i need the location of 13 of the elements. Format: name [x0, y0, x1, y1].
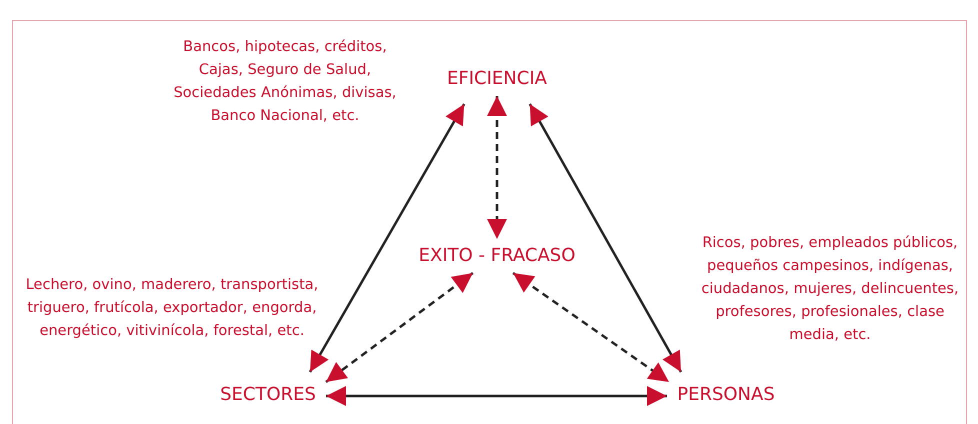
- arrow: [308, 103, 466, 373]
- arrow: [487, 96, 507, 239]
- arrow: [512, 272, 670, 384]
- arrow: [326, 386, 667, 406]
- note-text: Bancos, hipotecas, créditos, Cajas, Seguro de Salud, Sociedades Anónimas, divisas, Banco Nacional, etc.: [172, 38, 398, 126]
- node-label: EXITO - FRACASO: [416, 243, 578, 269]
- node-label: EFICIENCIA: [445, 66, 549, 92]
- arrow: [528, 103, 682, 373]
- note-text: Lechero, ovino, maderero, transportista, triguero, frutícola, exportador, engorda, energético, vitivinícola, forestal, etc.: [24, 276, 320, 341]
- node-label: PERSONAS: [675, 382, 777, 408]
- node-label: SECTORES: [218, 382, 318, 408]
- note-text: Ricos, pobres, empleados públicos, pequeños campesinos, indígenas, ciudadanos, mujeres, delincuentes, profesores, profesionales, clase media, etc.: [700, 234, 960, 345]
- arrow: [325, 272, 474, 383]
